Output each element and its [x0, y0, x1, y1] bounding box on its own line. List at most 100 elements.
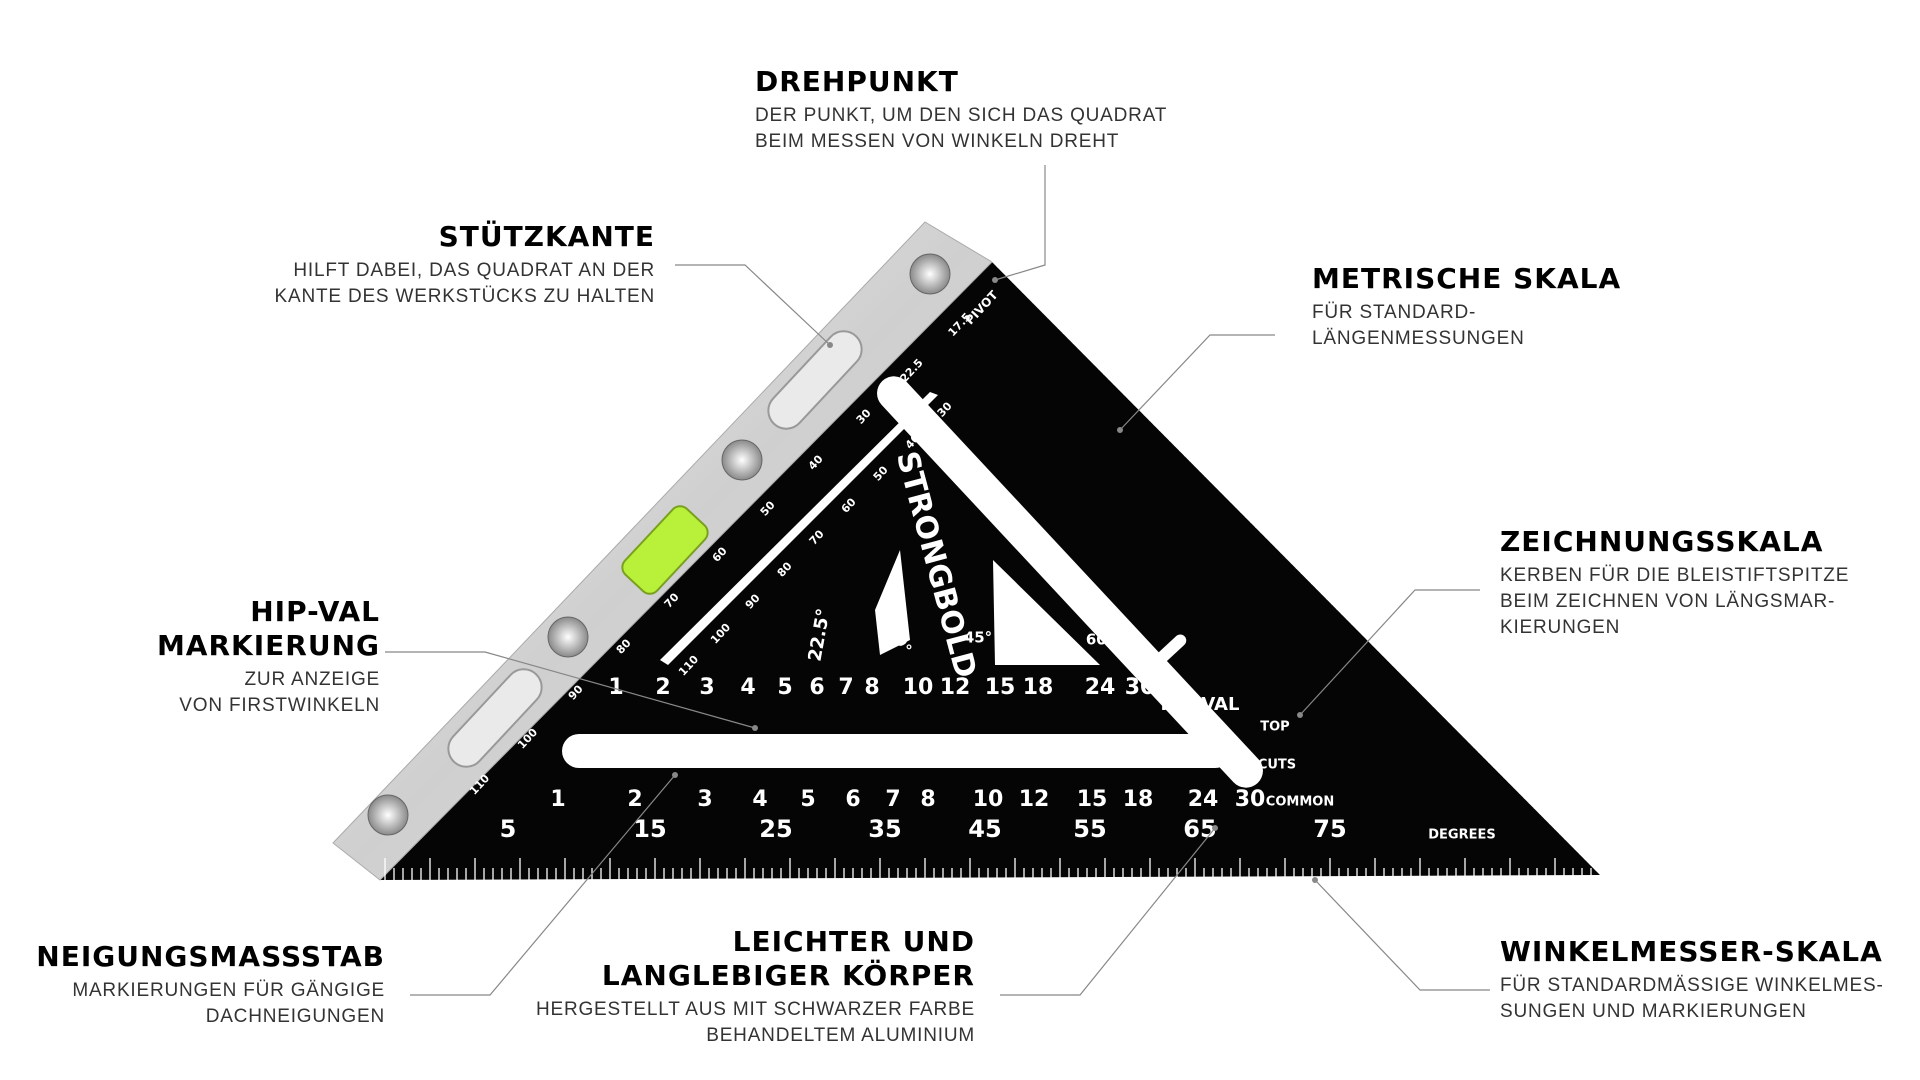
desc-line: KIERUNGEN: [1500, 617, 1621, 638]
hyp-tick: [991, 251, 1003, 263]
hyp-scale-label: 40: [1118, 343, 1145, 370]
hyp-tick: [1518, 787, 1525, 794]
common-row-label: 6: [845, 787, 860, 812]
hyp-tick: [1548, 813, 1560, 825]
hyp-tick: [1346, 609, 1358, 621]
hyp-tick: [1432, 701, 1439, 707]
hyp-tick: [1336, 603, 1342, 610]
hyp-tick: [1057, 323, 1064, 329]
hyp-tick: [1255, 522, 1261, 529]
common-row-label: 7: [885, 787, 900, 812]
desc-line: DER PUNKT, UM DEN SICH DAS QUADRAT: [755, 105, 1168, 126]
hyp-tick: [1477, 747, 1484, 753]
desc-line: BEIM ZEICHNEN VON LÄNGSMAR-: [1500, 591, 1836, 612]
hyp-tick: [1275, 542, 1282, 549]
hyp-scale-label: 70: [1217, 442, 1244, 469]
hip-row-label: 8: [864, 675, 879, 700]
title-line: MARKIERUNG: [156, 629, 380, 662]
desc-line: DACHNEIGUNGEN: [205, 1006, 385, 1027]
hip-row-label: 5: [777, 675, 792, 700]
hyp-tick: [1072, 338, 1079, 345]
hyp-tick: [1599, 864, 1611, 876]
common-row-label: 3: [697, 787, 712, 812]
top-label: TOP: [1260, 720, 1289, 735]
hyp-scale-label: 100: [1311, 538, 1346, 573]
hyp-tick: [1300, 568, 1307, 575]
hyp-scale-label: 150: [1476, 703, 1511, 738]
desc-line: FÜR STANDARDMÄSSIGE WINKELMES-: [1500, 975, 1884, 996]
hyp-tick: [1239, 506, 1246, 513]
hyp-tick: [1148, 414, 1155, 421]
hyp-tick: [1285, 552, 1292, 559]
hyp-tick: [1493, 762, 1500, 769]
hyp-tick: [1351, 619, 1358, 626]
hyp-tick: [1082, 348, 1089, 355]
common-row-label: 4: [752, 787, 767, 812]
hyp-tick: [1407, 675, 1413, 682]
desc-line: HERGESTELLT AUS MIT SCHWARZER FARBE: [535, 999, 975, 1020]
hyp-tick: [1401, 670, 1408, 677]
desc-line: ZUR ANZEIGE: [244, 669, 380, 690]
hyp-tick: [1320, 583, 1332, 595]
hyp-scale-label: 120: [1377, 604, 1412, 639]
callout-desc: KERBEN FÜR DIE BLEISTIFTSPITZE BEIM ZEIC…: [1500, 563, 1849, 641]
hyp-tick: [1016, 277, 1028, 289]
hyp-tick: [1574, 839, 1586, 850]
hyp-tick: [1270, 532, 1282, 544]
hyp-tick: [1280, 547, 1287, 554]
hyp-tick: [1508, 777, 1515, 784]
hyp-scale-label: 110: [1344, 571, 1379, 606]
callout-desc: ZUR ANZEIGE VON FIRSTWINKELN: [80, 667, 380, 719]
hyp-tick: [1062, 328, 1069, 334]
hyp-tick: [1417, 685, 1424, 692]
hyp-tick: [1472, 736, 1484, 748]
hyp-tick: [1052, 317, 1059, 324]
hyp-tick: [1194, 456, 1206, 467]
hyp-tick: [1488, 757, 1494, 764]
bolt-icon: [721, 439, 763, 481]
hip-row-label: 12: [940, 675, 971, 700]
hyp-tick: [1133, 399, 1140, 406]
hyp-tick: [1244, 507, 1256, 518]
hyp-tick: [1422, 685, 1434, 697]
hyp-scale-label: 170: [1541, 770, 1576, 805]
hyp-tick: [1113, 379, 1120, 386]
bottom-row-label: 75: [1313, 815, 1346, 843]
hip-row-label: 4: [740, 675, 755, 700]
common-row-label: 10: [973, 787, 1004, 812]
common-row-label: 12: [1019, 787, 1050, 812]
square-body: [380, 262, 1600, 880]
callout-title: HIP-VAL MARKIERUNG: [80, 595, 380, 663]
hyp-tick: [1158, 425, 1165, 432]
hyp-tick: [1589, 859, 1596, 866]
hyp-tick: [1513, 782, 1520, 789]
hyp-tick: [1092, 353, 1104, 365]
callout-title: STÜTZKANTE: [438, 220, 655, 253]
hyp-tick: [1163, 430, 1170, 437]
desc-line: HILFT DABEI, DAS QUADRAT AN DER: [293, 260, 655, 281]
hyp-scale-label: 10: [1020, 244, 1047, 271]
hyp-scale-label: 50: [1151, 376, 1178, 403]
callout-winkelmesser-skala: WINKELMESSER-SKALA FÜR STANDARDMÄSSIGE W…: [1500, 935, 1884, 1025]
hyp-tick: [1184, 450, 1190, 457]
hyp-tick: [1097, 363, 1104, 370]
hyp-tick: [1087, 353, 1094, 360]
hyp-tick: [1047, 312, 1054, 319]
callout-title: METRISCHE SKALA: [1312, 262, 1622, 295]
hyp-tick: [1123, 389, 1130, 396]
hyp-tick: [1021, 287, 1028, 294]
hyp-tick: [1467, 736, 1474, 743]
hyp-scale-label: 160: [1508, 737, 1543, 772]
common-row-label: 15: [1077, 787, 1108, 812]
hyp-tick: [1437, 706, 1444, 712]
hyp-tick: [1503, 772, 1510, 779]
desc-line: FÜR STANDARD-: [1312, 302, 1477, 323]
hyp-scale-label: 60: [1184, 409, 1211, 436]
desc-line: BEHANDELTEM ALUMINIUM: [706, 1025, 975, 1046]
desc-line: LÄNGENMESSUNGEN: [1312, 328, 1525, 349]
common-row-label: 18: [1123, 787, 1154, 812]
desc-line: VON FIRSTWINKELN: [179, 695, 380, 716]
callout-desc: HERGESTELLT AUS MIT SCHWARZER FARBE BEHA…: [475, 997, 975, 1049]
hyp-tick: [1366, 634, 1373, 641]
hyp-tick: [1295, 558, 1307, 569]
